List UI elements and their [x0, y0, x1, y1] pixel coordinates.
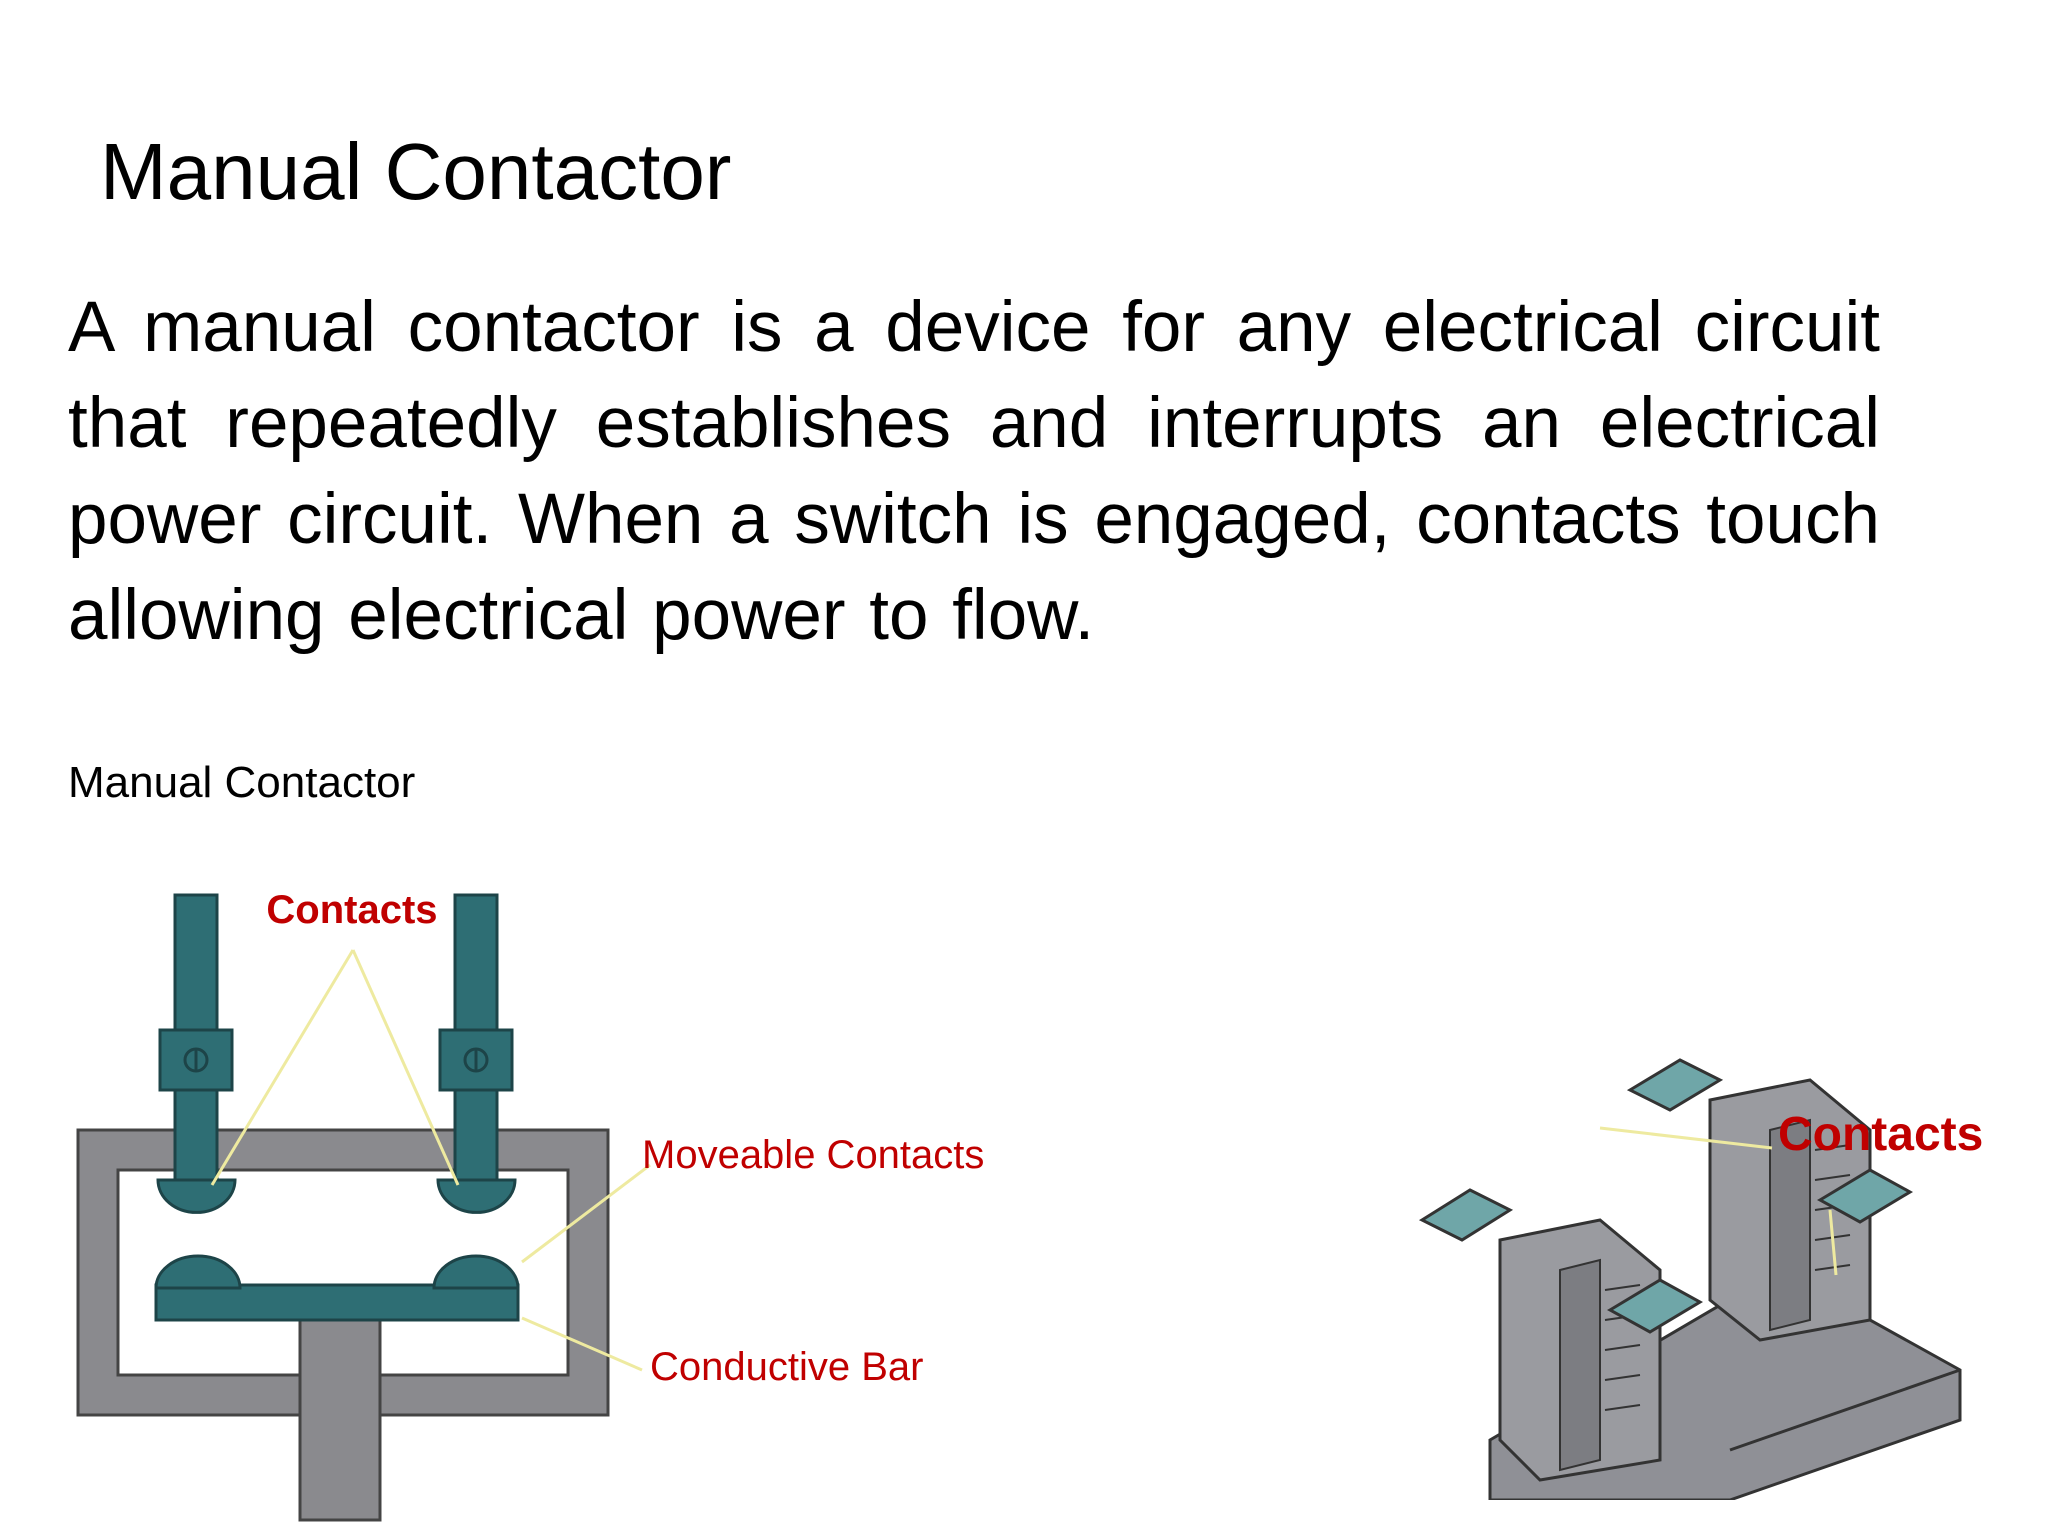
- left-pad-lower: [1606, 1278, 1704, 1334]
- figure-caption: Manual Contactor: [68, 758, 416, 807]
- right-moveable-contact: [432, 1254, 520, 1290]
- right-fixed-contact: [436, 1178, 517, 1214]
- label-contacts-iso: Contacts: [1778, 1108, 1983, 1161]
- contactor-schematic: Contacts Moveable Contacts Conductive Ba…: [76, 888, 984, 1522]
- actuator-shaft: [298, 1318, 382, 1522]
- left-moveable-contact: [154, 1254, 242, 1290]
- conductive-bar: [154, 1283, 520, 1322]
- right-pad-top: [1626, 1058, 1724, 1112]
- contactor-isometric: Contacts: [1418, 1058, 1983, 1500]
- housing-frame: [76, 1128, 610, 1417]
- label-conductive-bar: Conductive Bar: [650, 1345, 923, 1389]
- body-paragraph: A manual contactor is a device for any e…: [68, 288, 1880, 655]
- label-moveable-contacts: Moveable Contacts: [642, 1133, 984, 1177]
- left-fixed-contact: [156, 1178, 237, 1214]
- slide-title: Manual Contactor: [100, 127, 732, 216]
- left-pad-top: [1418, 1188, 1514, 1242]
- right-pad-side: [1816, 1168, 1914, 1224]
- label-contacts: Contacts: [266, 888, 437, 932]
